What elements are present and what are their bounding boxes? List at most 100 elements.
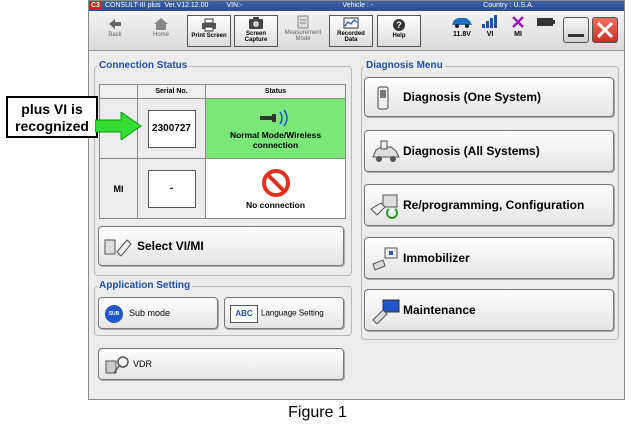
language-setting-label: Language Setting <box>261 308 324 318</box>
battery-voltage: 11.8V <box>453 31 471 38</box>
help-label: Help <box>392 33 406 39</box>
minimize-icon <box>568 34 584 37</box>
immobilizer-label: Immobilizer <box>403 251 470 265</box>
language-setting-button[interactable]: ABC Language Setting <box>224 297 344 329</box>
maintenance-label: Maintenance <box>403 303 476 317</box>
back-label: Back <box>108 32 122 38</box>
reprogramming-configuration-button[interactable]: Re/programming, Configuration <box>364 184 614 226</box>
screen-capture-label-2: Capture <box>244 37 268 43</box>
battery-icon <box>537 18 555 26</box>
measurement-mode-button[interactable]: Measurement Mode <box>281 15 325 47</box>
vi-status: VI <box>477 15 503 47</box>
car-icon <box>452 18 472 28</box>
help-icon: ? <box>393 19 405 31</box>
home-button[interactable]: Home <box>139 15 183 47</box>
vehicle-label: Vehicle : - <box>342 2 374 9</box>
table-header-status: Status <box>205 84 346 99</box>
country-label: Country : U.S.A. <box>483 2 534 9</box>
mi-serial-number: - <box>147 169 196 208</box>
vdr-icon <box>105 356 129 374</box>
battery-status: 11.8V <box>449 15 475 47</box>
select-vi-mi-label: Select VI/MI <box>137 239 204 253</box>
recorded-data-icon <box>343 17 359 29</box>
app-name: CONSULT-III plus <box>104 2 161 9</box>
vi-status-cell: Normal Mode/Wireless connection <box>205 98 346 159</box>
wireless-vi-icon <box>259 109 288 126</box>
maintenance-button[interactable]: Maintenance <box>364 289 614 331</box>
vi-status-line-2: connection <box>252 139 299 150</box>
svg-text:?: ? <box>396 20 402 30</box>
screen-capture-label-1: Screen <box>245 31 266 37</box>
mi-status-cell: No connection <box>205 158 346 219</box>
immobilizer-icon <box>372 247 398 271</box>
measurement-label-2: Mode <box>295 36 311 42</box>
sub-mode-icon: SUB <box>105 305 123 323</box>
mi-row-label: MI <box>99 158 138 219</box>
signal-icon <box>482 15 497 28</box>
green-arrow-icon <box>95 112 142 140</box>
diagnosis-all-systems-button[interactable]: Diagnosis (All Systems) <box>364 130 614 172</box>
print-screen-button[interactable]: Print Screen <box>187 15 231 47</box>
maintenance-icon <box>372 299 400 324</box>
table-row-mi: MI - No connection <box>99 158 346 219</box>
diagnosis-one-system-label: Diagnosis (One System) <box>403 90 542 104</box>
abc-icon: ABC <box>230 305 258 323</box>
app-logo-icon: C3 <box>89 1 102 10</box>
select-vi-mi-button[interactable]: Select VI/MI <box>98 226 344 266</box>
reprogramming-icon <box>370 194 398 219</box>
vi-status-label: VI <box>486 31 494 38</box>
mi-status-label: MI <box>514 31 522 38</box>
close-button[interactable] <box>592 17 618 43</box>
handheld-icon <box>377 86 389 110</box>
app-version: Ver.V12.12.00 <box>164 2 209 9</box>
camera-icon <box>249 17 263 29</box>
printer-icon <box>202 18 216 32</box>
table-header-empty <box>99 84 138 99</box>
diagnosis-one-system-button[interactable]: Diagnosis (One System) <box>364 77 614 117</box>
toolbar: Back Home Print Screen Screen Capture Me… <box>89 11 624 51</box>
application-setting-title: Application Setting <box>97 280 193 291</box>
battery-indicator <box>533 15 559 47</box>
vdr-label: VDR <box>133 359 153 369</box>
recorded-data-button[interactable]: Recorded Data <box>329 15 373 47</box>
home-icon <box>154 18 168 30</box>
minimize-button[interactable] <box>563 17 589 43</box>
measurement-label-1: Measurement <box>284 30 322 36</box>
callout-box: plus VI is recognized <box>6 96 98 138</box>
select-vi-mi-icon <box>104 239 132 257</box>
callout-line-1: plus VI is <box>21 101 83 117</box>
connection-status-title: Connection Status <box>97 60 190 71</box>
close-icon <box>596 21 614 39</box>
vi-serial-cell: 2300727 <box>137 98 206 159</box>
sub-mode-button[interactable]: SUB Sub mode <box>98 297 218 329</box>
immobilizer-button[interactable]: Immobilizer <box>364 237 614 279</box>
back-button[interactable]: Back <box>93 15 137 47</box>
connection-status-group <box>94 66 352 276</box>
back-arrow-icon <box>109 19 121 29</box>
vin-label: VIN:- <box>226 2 243 9</box>
home-label: Home <box>152 32 169 38</box>
mi-status-text: No connection <box>245 199 306 210</box>
measurement-icon <box>297 15 309 29</box>
mi-disconnected-icon <box>512 16 524 28</box>
table-header-serial: Serial No. <box>137 84 206 99</box>
recorded-data-label-2: Data <box>344 37 358 43</box>
figure-caption: Figure 1 <box>288 404 347 421</box>
callout-line-2: recognized <box>15 118 89 134</box>
connection-table: Serial No. Status 2300727 Normal Mode/Wi… <box>99 84 346 219</box>
help-button[interactable]: ? Help <box>377 15 421 47</box>
status-indicators: 11.8V VI MI <box>449 15 555 47</box>
screen-capture-button[interactable]: Screen Capture <box>234 15 278 47</box>
diagnosis-all-systems-label: Diagnosis (All Systems) <box>403 144 540 158</box>
vi-serial-number: 2300727 <box>147 109 196 148</box>
vi-status-line-1: Normal Mode/Wireless <box>229 129 322 140</box>
recorded-data-label-1: Recorded <box>337 31 365 37</box>
reprogramming-configuration-label: Re/programming, Configuration <box>403 198 585 212</box>
car-diagnosis-icon <box>372 140 400 162</box>
vdr-button[interactable]: VDR <box>98 348 344 380</box>
mi-status: MI <box>505 15 531 47</box>
diagnosis-menu-group <box>361 66 619 340</box>
mi-serial-cell: - <box>137 158 206 219</box>
diagnosis-menu-title: Diagnosis Menu <box>364 60 445 71</box>
